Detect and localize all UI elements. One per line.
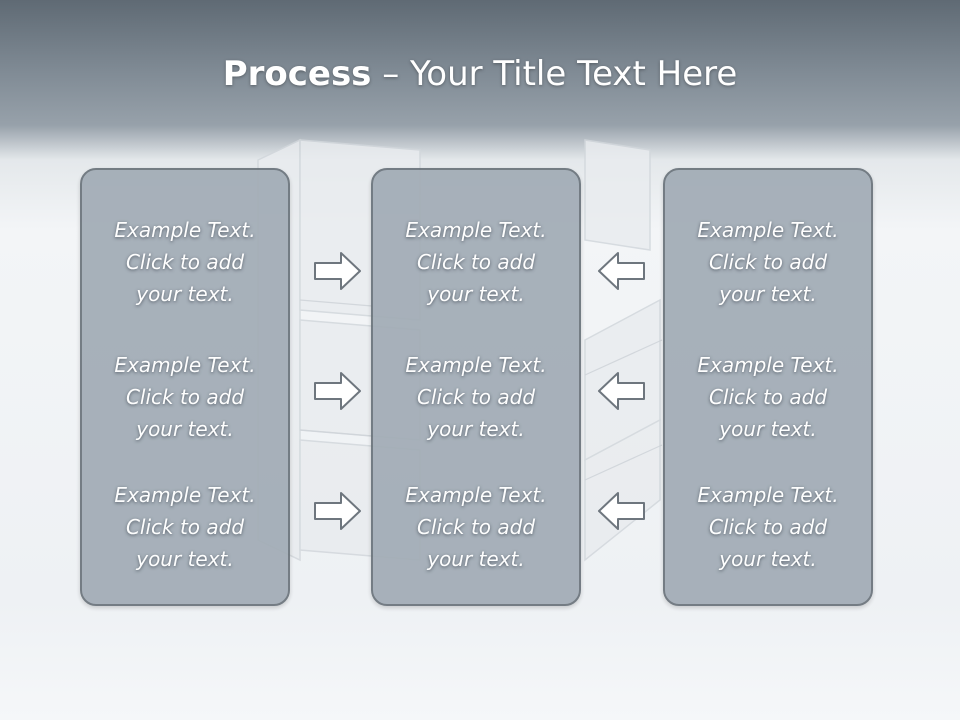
- arrow-right-icon: [314, 372, 361, 410]
- title-bold: Process: [222, 54, 372, 94]
- left-panel[interactable]: Example Text. Click to add your text. Ex…: [80, 168, 290, 606]
- center-panel-text-3[interactable]: Example Text. Click to add your text.: [405, 483, 547, 571]
- left-panel-text-2[interactable]: Example Text. Click to add your text.: [114, 353, 256, 441]
- arrow-right-icon: [314, 252, 361, 290]
- left-panel-text-3[interactable]: Example Text. Click to add your text.: [114, 483, 256, 571]
- arrow-right-icon: [314, 492, 361, 530]
- right-panel-text-2[interactable]: Example Text. Click to add your text.: [697, 353, 839, 441]
- center-panel[interactable]: Example Text. Click to add your text. Ex…: [371, 168, 581, 606]
- page-title: Process – Your Title Text Here: [0, 52, 960, 96]
- arrow-left-icon: [598, 372, 645, 410]
- right-panel[interactable]: Example Text. Click to add your text. Ex…: [663, 168, 873, 606]
- title-rest: – Your Title Text Here: [371, 54, 738, 94]
- right-panel-text-1[interactable]: Example Text. Click to add your text.: [697, 218, 839, 306]
- center-panel-text-1[interactable]: Example Text. Click to add your text.: [405, 218, 547, 306]
- left-panel-text-1[interactable]: Example Text. Click to add your text.: [114, 218, 256, 306]
- right-panel-text-3[interactable]: Example Text. Click to add your text.: [697, 483, 839, 571]
- arrow-left-icon: [598, 492, 645, 530]
- arrow-left-icon: [598, 252, 645, 290]
- center-panel-text-2[interactable]: Example Text. Click to add your text.: [405, 353, 547, 441]
